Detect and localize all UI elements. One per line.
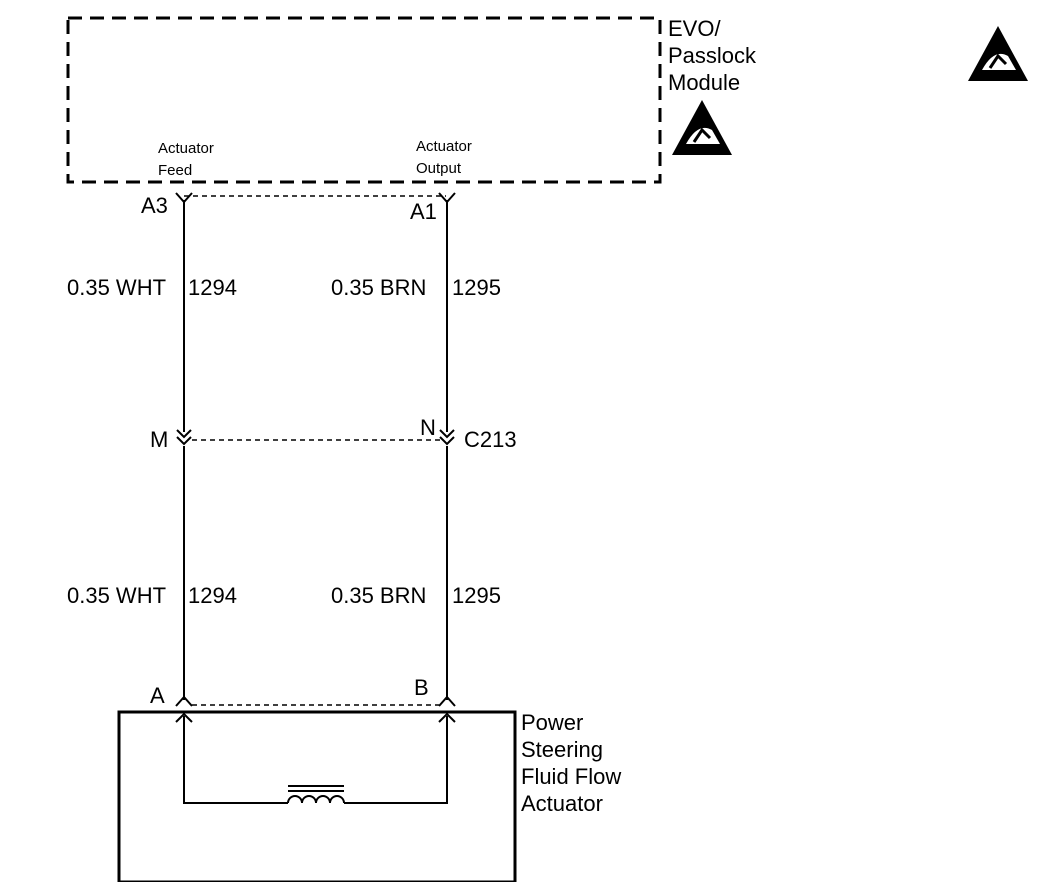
pin-feed-name-2: Feed xyxy=(158,162,192,179)
pin-a1-label: A1 xyxy=(410,199,437,224)
wire-lower-left-circuit: 1294 xyxy=(188,583,237,608)
module-box xyxy=(66,16,662,184)
module-name-line-1: EVO/ xyxy=(668,16,721,41)
actuator-pin-b: B xyxy=(414,675,429,700)
wire-lower-left-spec: 0.35 WHT xyxy=(67,583,166,608)
pin-a3-label: A3 xyxy=(141,193,168,218)
solenoid-coil-icon xyxy=(287,785,345,804)
actuator-inner-arrow-b xyxy=(438,712,456,723)
wire-lower-right-circuit: 1295 xyxy=(452,583,501,608)
actuator-coil-circuit-right xyxy=(344,716,448,804)
actuator-name-line-1: Power xyxy=(521,710,583,735)
actuator-name-line-3: Fluid Flow xyxy=(521,764,621,789)
actuator-terminal-b xyxy=(438,695,456,707)
pin-feed-name-1: Actuator xyxy=(158,140,214,157)
c213-terminal-m xyxy=(176,429,192,446)
pin-output-name-2: Output xyxy=(416,160,462,177)
actuator-inner-arrow-a xyxy=(175,712,193,723)
module-name-line-3: Module xyxy=(668,70,740,95)
esd-warning-icon xyxy=(968,26,1028,81)
wire-upper-right-spec: 0.35 BRN xyxy=(331,275,426,300)
wire-upper-left-circuit: 1294 xyxy=(188,275,237,300)
c213-terminal-n xyxy=(439,429,455,446)
actuator-terminal-a xyxy=(175,695,193,707)
actuator-coil-circuit-left xyxy=(183,716,288,804)
esd-warning-icon xyxy=(672,100,732,155)
actuator-name-line-4: Actuator xyxy=(521,791,603,816)
wire-upper-right-circuit: 1295 xyxy=(452,275,501,300)
c213-pin-m: M xyxy=(150,427,168,452)
c213-pin-n: N xyxy=(420,415,436,440)
actuator-name-line-2: Steering xyxy=(521,737,603,762)
module-name-line-2: Passlock xyxy=(668,43,757,68)
actuator-pin-a: A xyxy=(150,683,165,708)
c213-label: C213 xyxy=(464,427,517,452)
actuator-box xyxy=(117,710,517,882)
pin-output-name-1: Actuator xyxy=(416,138,472,155)
wire-lower-right-spec: 0.35 BRN xyxy=(331,583,426,608)
wire-upper-left-spec: 0.35 WHT xyxy=(67,275,166,300)
